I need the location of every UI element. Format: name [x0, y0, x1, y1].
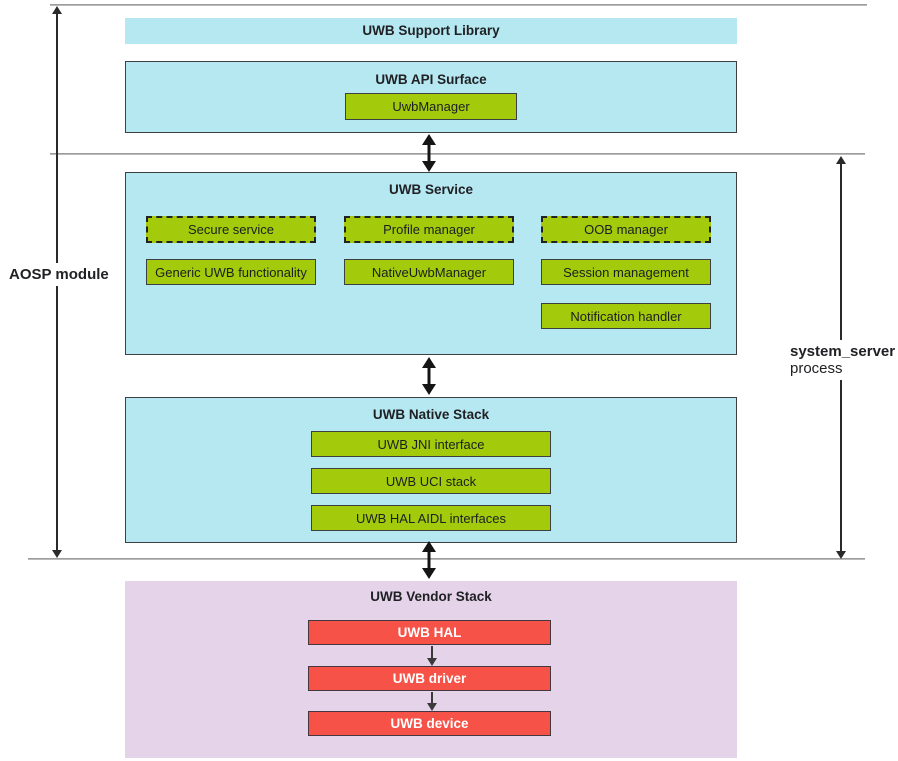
boundary-line-top: [50, 4, 867, 6]
uwb-driver-label: UWB driver: [392, 671, 467, 686]
oob-manager-chip: OOB manager: [541, 216, 711, 243]
uwb-hal-aidl-interfaces-label: UWB HAL AIDL interfaces: [355, 510, 507, 526]
arrow-up-icon: [422, 541, 436, 552]
native-uwb-manager-label: NativeUwbManager: [371, 264, 487, 280]
session-management-label: Session management: [563, 264, 689, 280]
uwb-jni-interface-label: UWB JNI interface: [377, 436, 485, 452]
uwb-support-library-title: UWB Support Library: [362, 23, 500, 38]
arrow-shaft: [431, 646, 433, 661]
arrow-up-icon: [836, 156, 846, 164]
uwb-api-surface-title: UWB API Surface: [375, 72, 487, 87]
uwb-hal-chip: UWB HAL: [308, 620, 551, 645]
arrow-shaft: [431, 692, 433, 706]
generic-uwb-functionality-label: Generic UWB functionality: [155, 264, 307, 280]
arrow-up-icon: [422, 357, 436, 368]
secure-service-chip: Secure service: [146, 216, 316, 243]
driver-device-arrow: [425, 692, 439, 711]
uwb-uci-stack-chip: UWB UCI stack: [311, 468, 551, 494]
uwb-hal-aidl-interfaces-chip: UWB HAL AIDL interfaces: [311, 505, 551, 531]
secure-service-label: Secure service: [188, 222, 274, 237]
notification-handler-label: Notification handler: [570, 308, 682, 324]
oob-manager-label: OOB manager: [584, 222, 668, 237]
uwb-native-stack-box: UWB Native Stack UWB JNI interface UWB U…: [125, 397, 737, 543]
system-server-label-regular: process: [790, 360, 843, 377]
arrow-down-icon: [427, 658, 437, 666]
boundary-line-middle: [50, 153, 865, 155]
system-server-label-bold: system_server: [790, 343, 896, 360]
arrow-up-icon: [52, 6, 62, 14]
uwb-native-stack-title: UWB Native Stack: [372, 407, 490, 422]
uwb-vendor-stack-box: UWB Vendor Stack UWB HAL UWB driver UWB …: [125, 581, 737, 758]
arrow-shaft: [427, 548, 431, 572]
hal-driver-arrow: [425, 646, 439, 666]
boundary-line-bottom: [28, 558, 865, 560]
aosp-module-label: AOSP module: [4, 263, 114, 286]
uwb-support-library-box: UWB Support Library: [125, 18, 737, 44]
uwb-hal-label: UWB HAL: [397, 625, 462, 640]
native-uwb-manager-chip: NativeUwbManager: [344, 259, 514, 285]
uwb-device-chip: UWB device: [308, 711, 551, 736]
arrow-down-icon: [422, 568, 436, 579]
uwb-device-label: UWB device: [390, 716, 469, 731]
uwb-uci-stack-label: UWB UCI stack: [385, 473, 477, 489]
arrow-down-icon: [422, 384, 436, 395]
uwbmanager-label: UwbManager: [392, 99, 470, 114]
arrow-down-icon: [52, 550, 62, 558]
uwb-vendor-stack-title: UWB Vendor Stack: [370, 589, 492, 604]
arrow-down-icon: [427, 703, 437, 711]
generic-uwb-functionality-chip: Generic UWB functionality: [146, 259, 316, 285]
uwb-service-title: UWB Service: [388, 182, 474, 197]
arrow-shaft: [427, 364, 431, 388]
arrow-down-icon: [836, 551, 846, 559]
service-native-arrow: [422, 357, 436, 395]
arrow-up-icon: [422, 134, 436, 145]
uwb-service-box: UWB Service Secure service Profile manag…: [125, 172, 737, 355]
uwb-driver-chip: UWB driver: [308, 666, 551, 691]
arrow-shaft: [427, 141, 431, 165]
session-management-chip: Session management: [541, 259, 711, 285]
api-service-arrow: [422, 134, 436, 172]
native-vendor-arrow: [422, 541, 436, 579]
uwb-api-surface-box: UWB API Surface UwbManager: [125, 61, 737, 133]
notification-handler-chip: Notification handler: [541, 303, 711, 329]
profile-manager-label: Profile manager: [383, 222, 475, 237]
uwb-jni-interface-chip: UWB JNI interface: [311, 431, 551, 457]
arrow-down-icon: [422, 161, 436, 172]
profile-manager-chip: Profile manager: [344, 216, 514, 243]
system-server-label: system_server process: [785, 340, 898, 380]
uwbmanager-chip: UwbManager: [345, 93, 517, 120]
